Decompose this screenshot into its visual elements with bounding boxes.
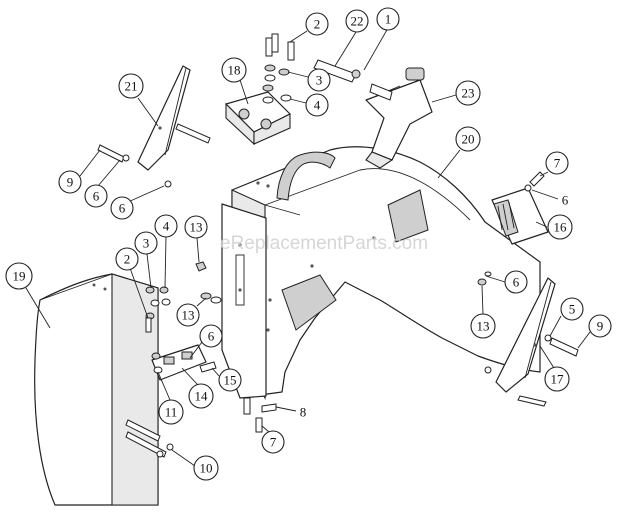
callout-label: 22 (351, 14, 364, 29)
callout-bubble (455, 80, 481, 106)
callout-bubble (305, 93, 329, 117)
callout-label: 19 (13, 269, 26, 284)
callout-bubble (307, 68, 331, 92)
callout-label: 7 (554, 156, 561, 171)
part-18-bracket (225, 91, 291, 146)
callout-label: 16 (554, 220, 568, 235)
callout-label: 4 (314, 98, 321, 113)
callout-label: 6 (562, 193, 569, 208)
callout-bubble (118, 73, 144, 99)
callout-label: 4 (163, 219, 170, 234)
part-20-housing (231, 146, 541, 401)
callout-label: 20 (462, 132, 475, 147)
callout-bubble (154, 214, 178, 238)
callout-bubble (110, 196, 134, 220)
part-22-pin (313, 59, 361, 83)
callout-bubble (588, 314, 612, 338)
callout-label: 8 (300, 405, 307, 420)
callout-bubble (199, 324, 223, 348)
callout-bubble (218, 368, 242, 392)
callout-bubble (261, 430, 285, 454)
callout-label: 10 (200, 461, 213, 476)
callout-label: 6 (513, 275, 520, 290)
callout-bubble (134, 231, 158, 255)
callout-label: 17 (551, 372, 565, 387)
callout-bubble (193, 455, 219, 481)
callout-label: 2 (124, 252, 131, 267)
callout-bubble (345, 9, 369, 33)
part-15-inner-plate (221, 203, 267, 399)
callout-label: 18 (228, 63, 241, 78)
callout-label: 15 (224, 373, 237, 388)
callout-label: 6 (93, 189, 100, 204)
callout-bubble (188, 383, 214, 409)
callout-bubble (221, 57, 247, 83)
watermark: eReplacementParts.com (220, 233, 428, 254)
callout-label: 6 (208, 329, 215, 344)
callout-label: 21 (125, 79, 138, 94)
part-17-deflector-right (495, 277, 556, 393)
callout-label: 14 (195, 389, 209, 404)
callout-label: 7 (270, 435, 277, 450)
callout-bubble (547, 214, 573, 240)
callout-label: 23 (462, 86, 475, 101)
part-16-brush (491, 187, 549, 245)
part-21-deflector-left (137, 65, 191, 171)
callout-bubble (560, 297, 584, 321)
callout-label: 1 (385, 12, 392, 27)
callout-label: 11 (165, 405, 178, 420)
callout-bubble (176, 303, 200, 327)
callout-bubble (376, 7, 400, 31)
callout-bubble (84, 184, 108, 208)
callout-bubble (184, 215, 208, 239)
callout-bubble (305, 12, 329, 36)
callout-label: 9 (67, 175, 74, 190)
callout-label: 3 (316, 73, 323, 88)
callout-bubble (158, 399, 184, 425)
callout-bubble (470, 313, 496, 339)
callout-label: 6 (119, 201, 126, 216)
callout-label: 3 (143, 236, 150, 251)
callout-bubble (504, 270, 528, 294)
callout-bubble (115, 247, 139, 271)
callout-label: 13 (190, 220, 203, 235)
callout-bubble (58, 170, 82, 194)
callout-bubble (545, 151, 569, 175)
part-19-side-cover (34, 273, 159, 506)
callout-label: 9 (597, 319, 604, 334)
callout-label: 2 (314, 17, 321, 32)
callout-bubble (544, 366, 570, 392)
callout-bubble (5, 262, 33, 290)
callout-label: 13 (477, 319, 490, 334)
part-23-spout (365, 67, 433, 169)
callout-label: 5 (569, 302, 576, 317)
callouts: 1 2 22 3 4 18 21 23 20 7 (5, 7, 612, 481)
part-14-bracket (151, 344, 207, 381)
callout-label: 13 (182, 308, 195, 323)
hardware (97, 33, 579, 458)
callout-bubble (455, 126, 481, 152)
